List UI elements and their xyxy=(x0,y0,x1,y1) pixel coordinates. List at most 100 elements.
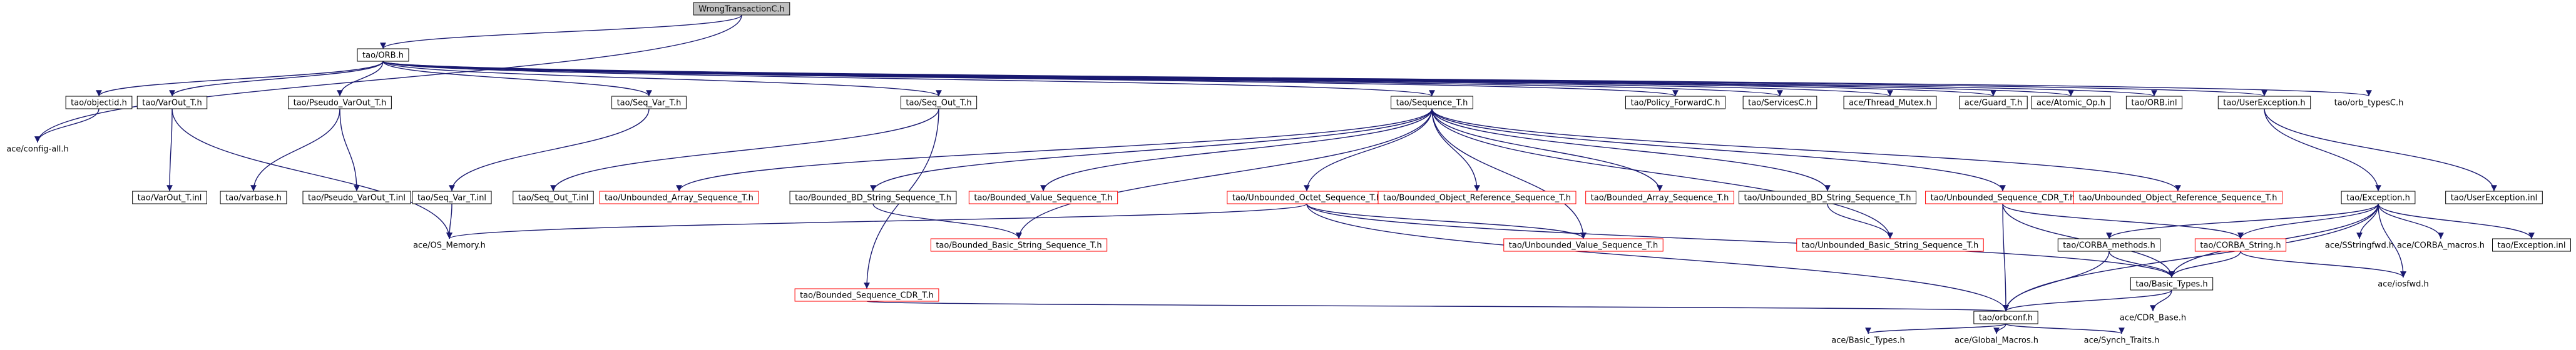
node-seqoutinl[interactable]: tao/Seq_Out_T.inl xyxy=(513,191,594,204)
edge-orb-to-pseudovarout xyxy=(337,61,384,97)
nodes-layer: WrongTransactionC.h tao/ORB.h tao/objectid… xyxy=(6,2,2571,346)
node-unbcdr[interactable]: tao/Unbounded_Sequence_CDR_T.h xyxy=(1925,191,2080,204)
node-box xyxy=(1377,191,1577,204)
node-box xyxy=(136,96,208,109)
node-orbtypes[interactable]: tao/orb_typesC.h xyxy=(2334,99,2404,108)
node-exceptioninl[interactable]: tao/Exception.inl xyxy=(2492,238,2571,252)
edge-sequence-to-unbcdr xyxy=(1431,108,2006,192)
edge-sequence-to-bbasicstring xyxy=(1016,108,1433,239)
node-box xyxy=(288,96,392,109)
node-bbasicstring[interactable]: tao/Bounded_Basic_String_Sequence_T.h xyxy=(930,238,1108,252)
node-policyfwd[interactable]: tao/Policy_ForwardC.h xyxy=(1625,96,1726,109)
node-box xyxy=(412,191,492,204)
node-box xyxy=(2130,277,2214,291)
node-atomicop[interactable]: ace/Atomic_Op.h xyxy=(2031,96,2111,109)
edge-sequence-to-unboctet xyxy=(1304,108,1433,192)
edge-sequence-to-unbarray xyxy=(676,108,1433,192)
node-bvalue[interactable]: tao/Bounded_Value_Sequence_T.h xyxy=(968,191,1118,204)
node-label: tao/Unbounded_Sequence_CDR_T.h xyxy=(1931,194,2075,203)
edge-varout-to-varoutinl xyxy=(166,108,173,192)
node-pseudovaroutinl[interactable]: tao/Pseudo_VarOut_T.inl xyxy=(302,191,411,204)
node-box xyxy=(1625,96,1726,109)
node-osmemory[interactable]: ace/OS_Memory.h xyxy=(413,241,486,251)
node-label: tao/Seq_Out_T.h xyxy=(906,99,971,108)
node-sstringfwd[interactable]: ace/SStringfwd.h xyxy=(2325,241,2394,251)
node-box xyxy=(220,191,287,204)
node-objectid[interactable]: tao/objectid.h xyxy=(65,96,133,109)
node-box xyxy=(1973,311,2038,324)
node-root[interactable]: WrongTransactionC.h xyxy=(693,2,790,16)
node-box xyxy=(789,191,957,204)
node-unboctet[interactable]: tao/Unbounded_Octet_Sequence_T.h xyxy=(1227,191,1387,204)
edge-bcdr-to-orbconf xyxy=(866,301,2008,312)
node-orbconf[interactable]: tao/orbconf.h xyxy=(1973,311,2038,324)
node-userexcinl[interactable]: tao/UserException.inl xyxy=(2445,191,2543,204)
edge-corbastring-to-iosfwd xyxy=(2240,251,2406,278)
edge-corbastring-to-basictypes xyxy=(2169,251,2241,278)
node-ubdstring[interactable]: tao/Unbounded_BD_String_Sequence_T.h xyxy=(1739,191,1916,204)
node-label: ace/Synch_Traits.h xyxy=(2084,336,2160,346)
node-box xyxy=(1742,96,1817,109)
node-label: tao/UserException.inl xyxy=(2451,194,2538,203)
node-label: tao/Bounded_Sequence_CDR_T.h xyxy=(800,291,934,301)
node-label: tao/VarOut_T.inl xyxy=(138,194,202,203)
node-box xyxy=(1959,96,2028,109)
node-bcdr[interactable]: tao/Bounded_Sequence_CDR_T.h xyxy=(794,288,939,302)
node-acebasictypes[interactable]: ace/Basic_Types.h xyxy=(1831,336,1904,346)
node-varbase[interactable]: tao/varbase.h xyxy=(220,191,287,204)
node-orb[interactable]: tao/ORB.h xyxy=(357,48,409,62)
node-box xyxy=(2217,96,2311,109)
node-iosfwd[interactable]: ace/iosfwd.h xyxy=(2378,280,2428,289)
node-configall[interactable]: ace/config-all.h xyxy=(6,145,69,154)
node-seqvar[interactable]: tao/Seq_Var_T.h xyxy=(611,96,687,109)
node-orbinl[interactable]: tao/ORB.inl xyxy=(2125,96,2183,109)
edge-sequence-to-ubdstring xyxy=(1431,108,1831,192)
node-userexc[interactable]: tao/UserException.h xyxy=(2217,96,2311,109)
edge-orb-to-servicesc xyxy=(382,61,1783,97)
node-pseudovarout[interactable]: tao/Pseudo_VarOut_T.h xyxy=(288,96,392,109)
node-exception[interactable]: tao/Exception.h xyxy=(2341,191,2416,204)
node-bbdstring[interactable]: tao/Bounded_BD_String_Sequence_T.h xyxy=(789,191,957,204)
node-bobjref[interactable]: tao/Bounded_Object_Reference_Sequence_T.… xyxy=(1377,191,1577,204)
node-label: tao/Seq_Var_T.inl xyxy=(417,194,486,203)
node-cdrbase[interactable]: ace/CDR_Base.h xyxy=(2120,314,2186,323)
node-label: ace/Thread_Mutex.h xyxy=(1849,99,1931,108)
node-threadmutex[interactable]: ace/Thread_Mutex.h xyxy=(1843,96,1937,109)
node-label: tao/Unbounded_Object_Reference_Sequence_… xyxy=(2078,194,2277,203)
node-label: tao/objectid.h xyxy=(71,99,127,108)
node-box xyxy=(2341,191,2416,204)
node-varoutinl[interactable]: tao/VarOut_T.inl xyxy=(132,191,207,204)
edge-sequence-to-barray xyxy=(1431,108,1663,192)
node-varout[interactable]: tao/VarOut_T.h xyxy=(136,96,208,109)
node-box xyxy=(693,2,790,16)
node-sequence[interactable]: tao/Sequence_T.h xyxy=(1391,96,1473,109)
node-label: ace/SStringfwd.h xyxy=(2325,241,2394,251)
node-label: tao/Bounded_Object_Reference_Sequence_T.… xyxy=(1383,194,1571,203)
node-label: tao/Bounded_Value_Sequence_T.h xyxy=(974,194,1112,203)
node-barray[interactable]: tao/Bounded_Array_Sequence_T.h xyxy=(1585,191,1734,204)
node-seqout[interactable]: tao/Seq_Out_T.h xyxy=(900,96,978,109)
edge-unboctet-to-osmemory xyxy=(446,203,1307,239)
node-unbbasicstring[interactable]: tao/Unbounded_Basic_String_Sequence_T.h xyxy=(1796,238,1984,252)
node-seqvarinl[interactable]: tao/Seq_Var_T.inl xyxy=(412,191,492,204)
node-globalmacros[interactable]: ace/Global_Macros.h xyxy=(1955,336,2038,346)
node-basictypes[interactable]: tao/Basic_Types.h xyxy=(2130,277,2214,291)
node-label: tao/Unbounded_BD_String_Sequence_T.h xyxy=(1744,194,1911,203)
node-label: tao/Unbounded_Value_Sequence_T.h xyxy=(1509,241,1658,251)
node-corbamethods[interactable]: tao/CORBA_methods.h xyxy=(2057,238,2161,252)
node-label: ace/Atomic_Op.h xyxy=(2037,99,2105,108)
node-servicesc[interactable]: tao/ServicesC.h xyxy=(1742,96,1817,109)
node-box xyxy=(2492,238,2571,252)
node-label: tao/Sequence_T.h xyxy=(1396,99,1468,108)
node-label: tao/Seq_Var_T.h xyxy=(617,99,682,108)
node-box xyxy=(302,191,411,204)
node-corbastring[interactable]: tao/CORBA_String.h xyxy=(2194,238,2287,252)
node-synchtraits[interactable]: ace/Synch_Traits.h xyxy=(2084,336,2160,346)
edge-orbconf-to-globalmacros xyxy=(1993,323,2006,334)
node-corbamacros[interactable]: ace/CORBA_macros.h xyxy=(2397,241,2485,251)
node-unbarray[interactable]: tao/Unbounded_Array_Sequence_T.h xyxy=(599,191,759,204)
node-unbobjref[interactable]: tao/Unbounded_Object_Reference_Sequence_… xyxy=(2073,191,2283,204)
node-label: tao/ORB.h xyxy=(362,51,404,61)
node-guard[interactable]: ace/Guard_T.h xyxy=(1959,96,2028,109)
node-unbvalue[interactable]: tao/Unbounded_Value_Sequence_T.h xyxy=(1503,238,1664,252)
